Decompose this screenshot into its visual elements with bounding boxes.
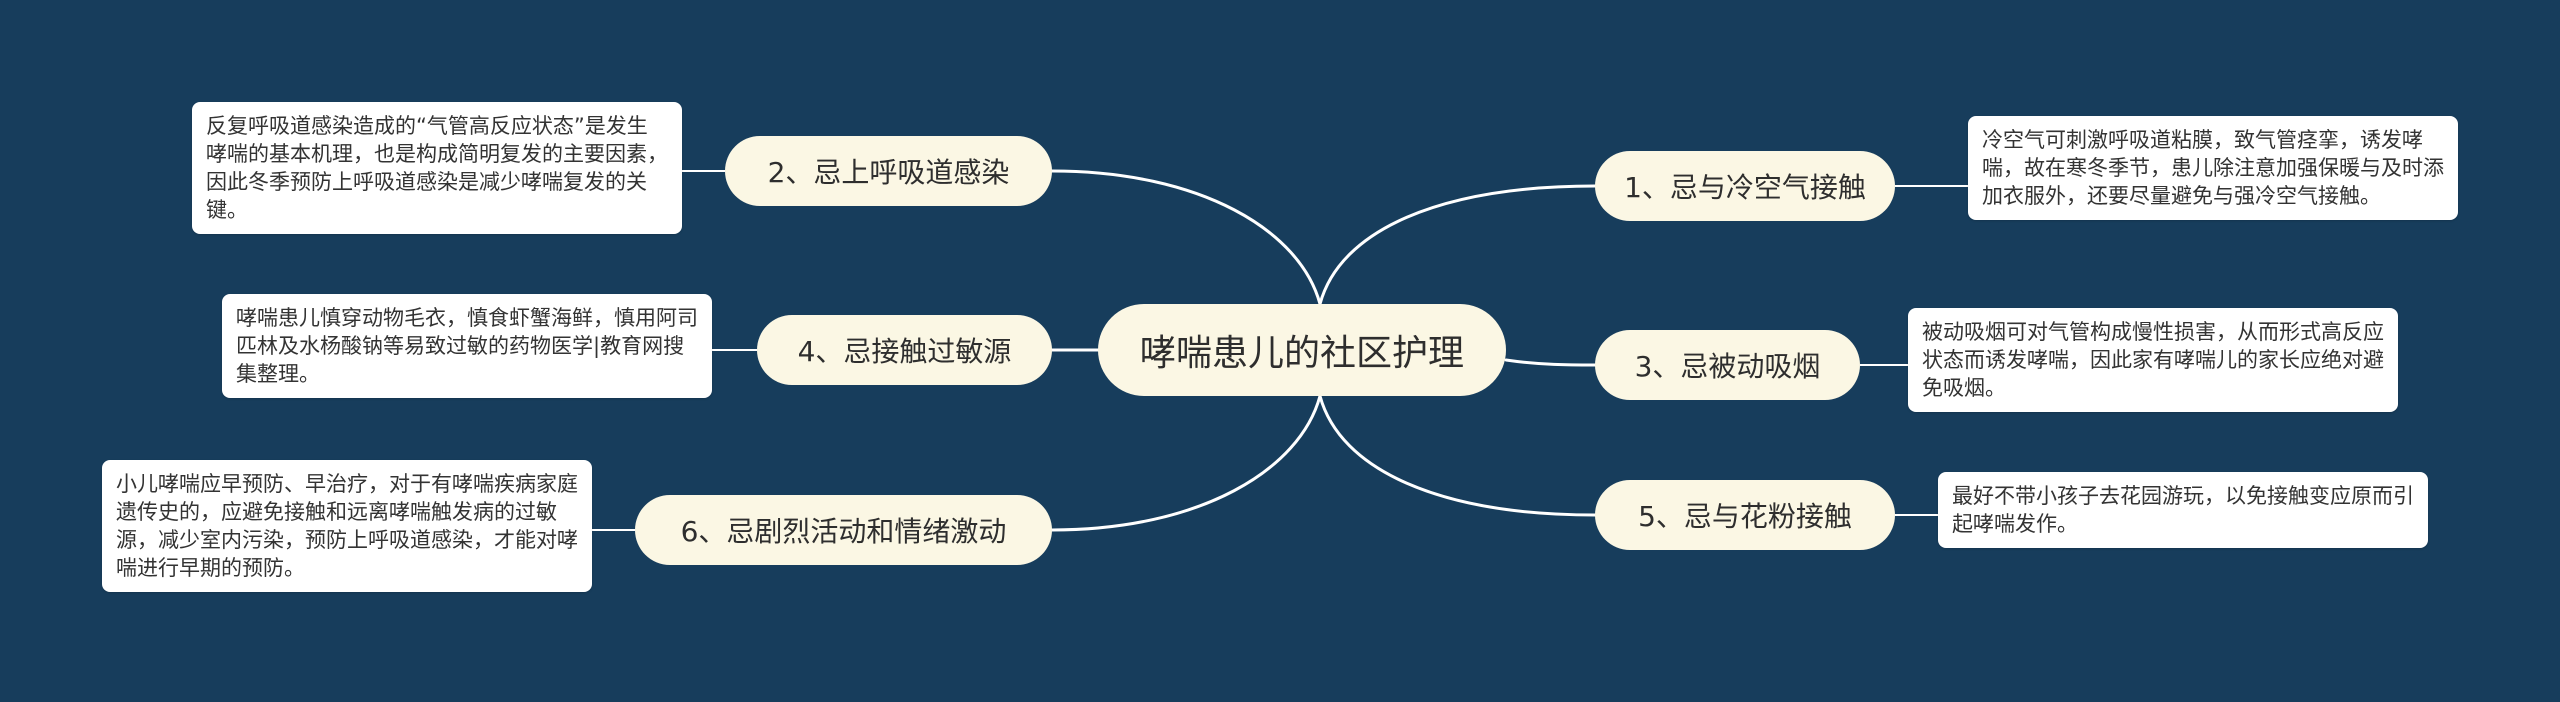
branch-node-6[interactable]: 6、忌剧烈活动和情绪激动 xyxy=(635,495,1052,565)
note-5: 最好不带小孩子去花园游玩，以免接触变应原而引起哮喘发作。 xyxy=(1938,472,2428,548)
connector-root-to-b3 xyxy=(1504,358,1597,367)
branch-node-3[interactable]: 3、忌被动吸烟 xyxy=(1595,330,1860,400)
connector-root-to-b6 xyxy=(1050,394,1322,532)
branch-node-4[interactable]: 4、忌接触过敏源 xyxy=(757,315,1052,385)
connector-root-to-b1 xyxy=(1318,184,1597,306)
note-2: 反复呼吸道感染造成的“气管高反应状态”是发生哮喘的基本机理，也是构成简明复发的主… xyxy=(192,102,682,234)
note-3: 被动吸烟可对气管构成慢性损害，从而形式高反应状态而诱发哮喘，因此家有哮喘儿的家长… xyxy=(1908,308,2398,412)
connector-root-to-b5 xyxy=(1318,394,1597,517)
branch-node-2[interactable]: 2、忌上呼吸道感染 xyxy=(725,136,1052,206)
branch-node-1[interactable]: 1、忌与冷空气接触 xyxy=(1595,151,1895,221)
connector-root-to-b2 xyxy=(1050,169,1322,306)
note-6: 小儿哮喘应早预防、早治疗，对于有哮喘疾病家庭遗传史的，应避免接触和远离哮喘触发病… xyxy=(102,460,592,592)
note-4: 哮喘患儿慎穿动物毛衣，慎食虾蟹海鲜，慎用阿司匹林及水杨酸钠等易致过敏的药物医学|… xyxy=(222,294,712,398)
root-topic[interactable]: 哮喘患儿的社区护理 xyxy=(1098,304,1506,396)
note-1: 冷空气可刺激呼吸道粘膜，致气管痉挛，诱发哮喘，故在寒冬季节，患儿除注意加强保暖与… xyxy=(1968,116,2458,220)
branch-node-5[interactable]: 5、忌与花粉接触 xyxy=(1595,480,1895,550)
